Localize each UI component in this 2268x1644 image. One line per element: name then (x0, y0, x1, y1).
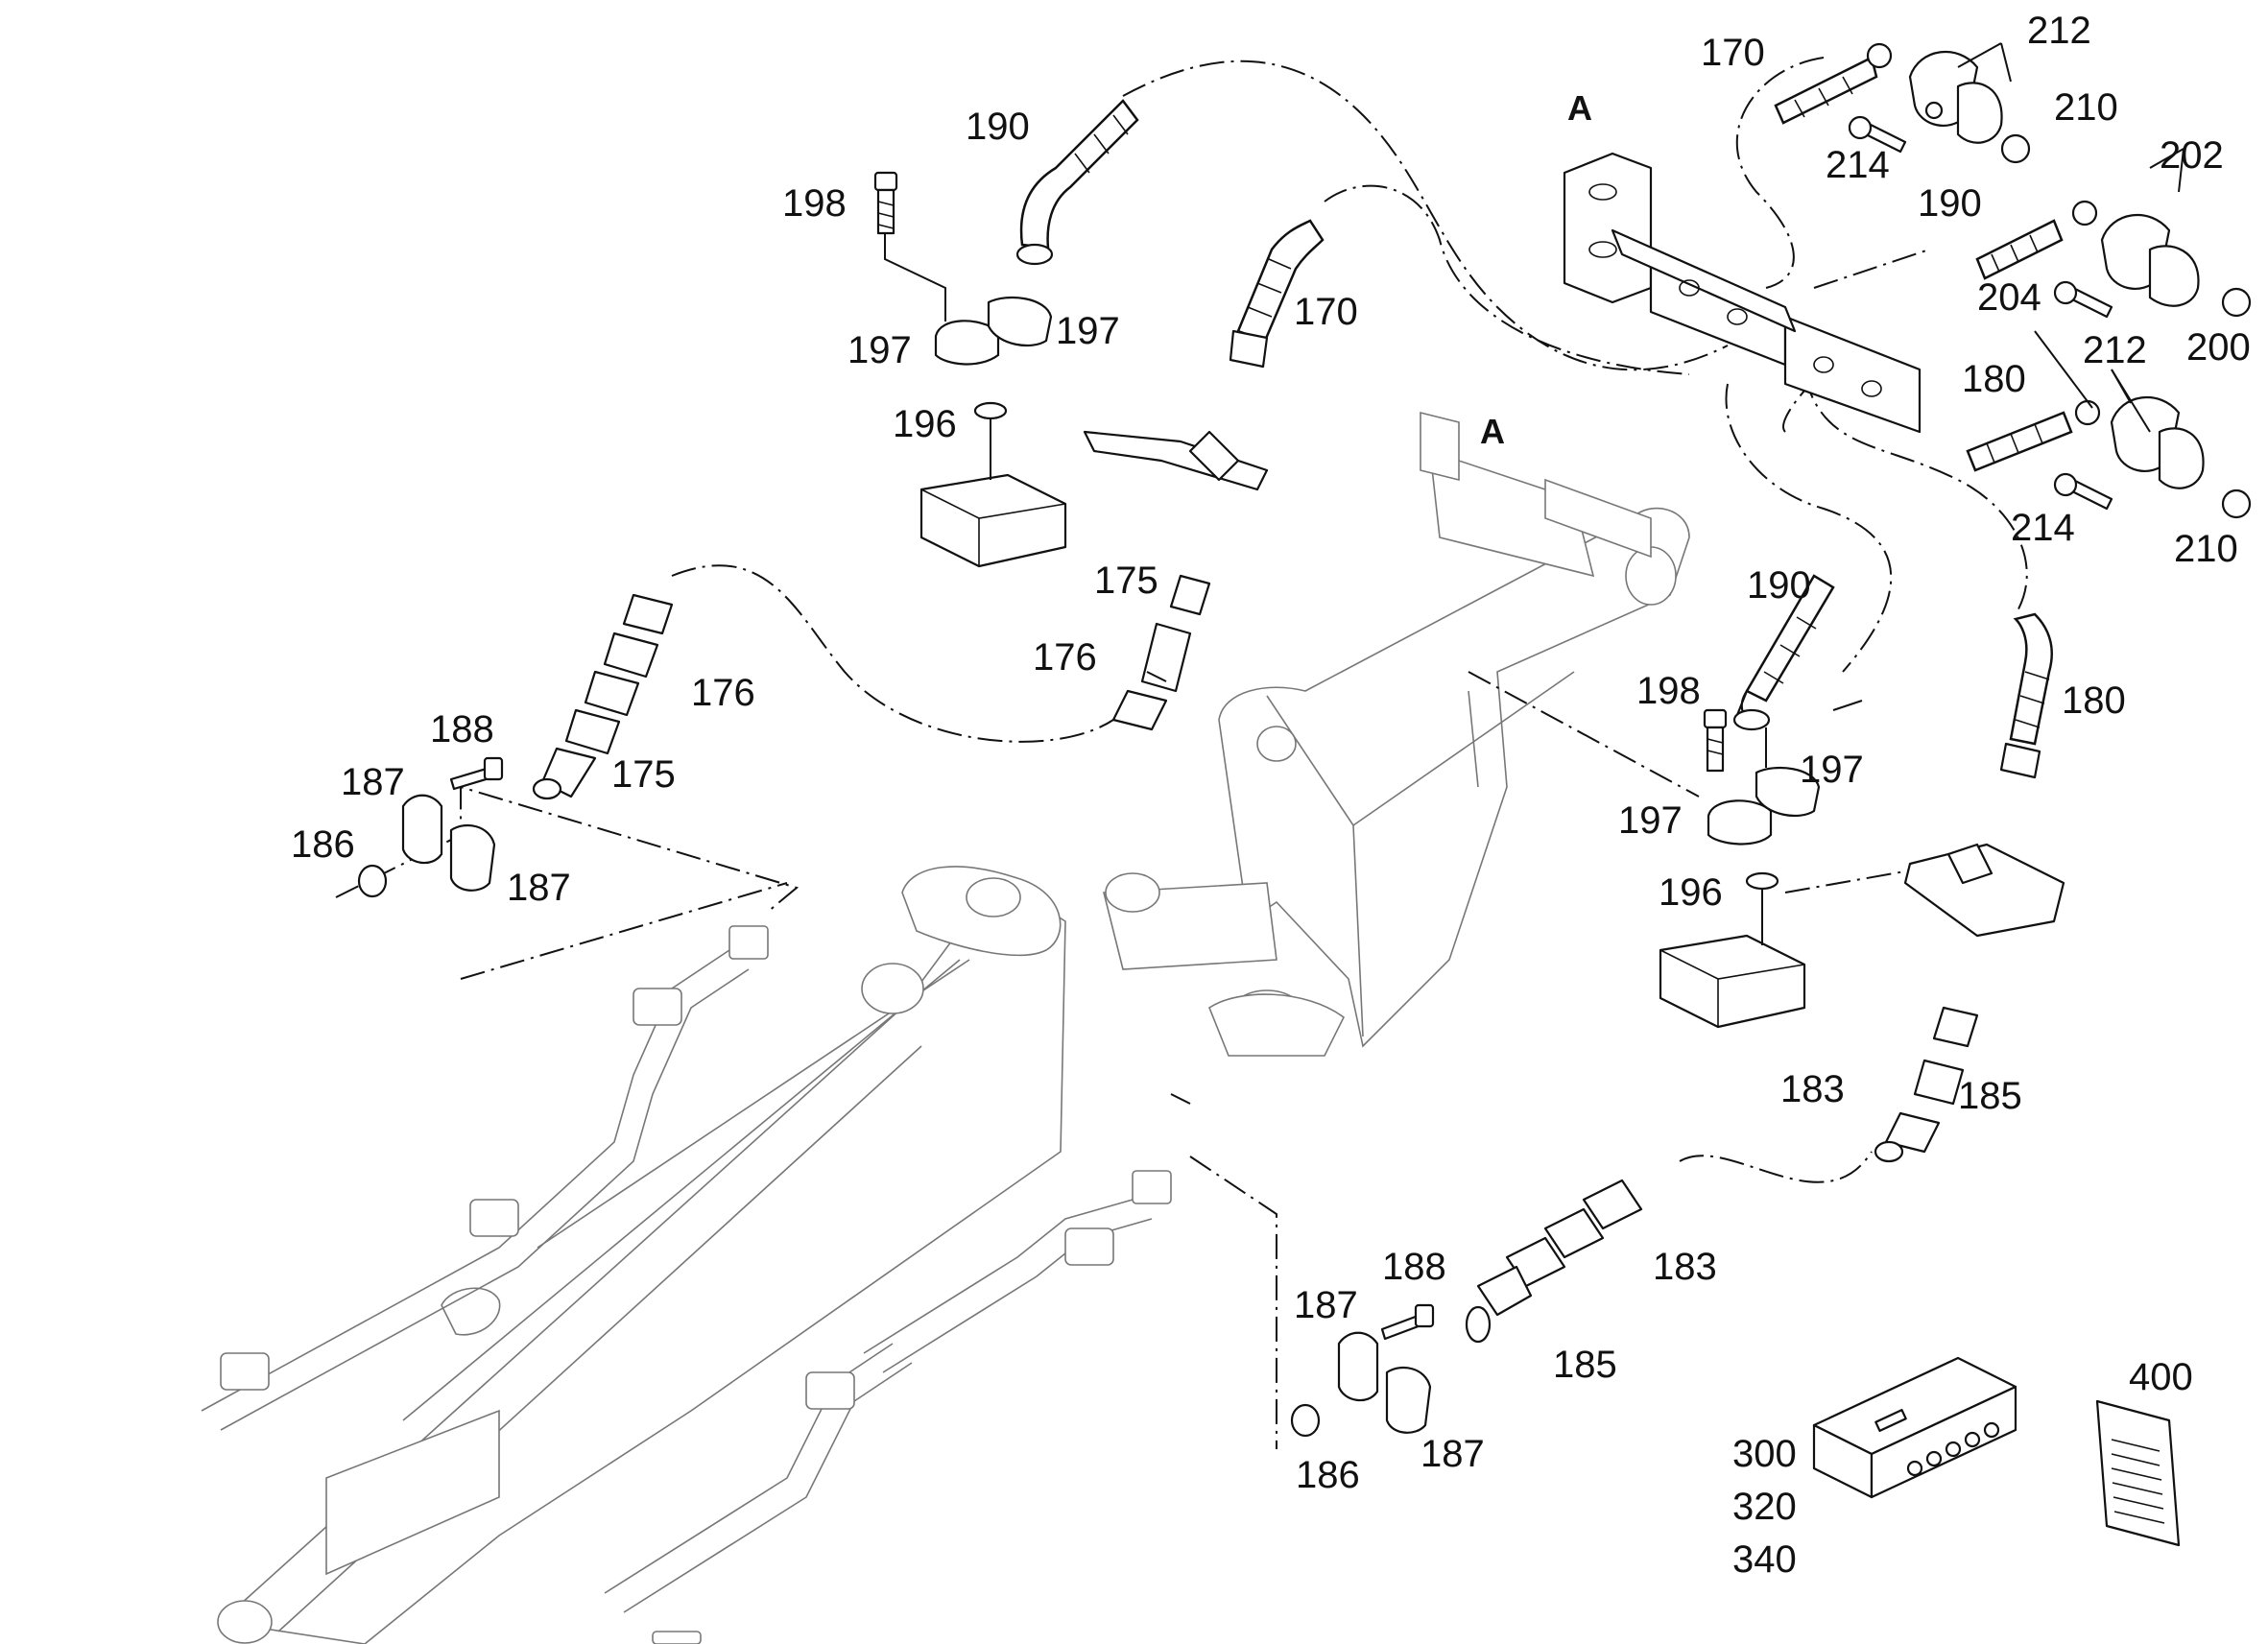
bolt-214-b (2053, 472, 2113, 511)
flange-half-187-b (1337, 1331, 1432, 1434)
hose-190-left (1015, 99, 1139, 266)
flange-half-187-a (401, 794, 496, 892)
callout-190: 190 (1747, 564, 1811, 607)
o-ring-196-b (1745, 871, 1779, 891)
callout-198: 198 (782, 182, 847, 225)
hose-170-upper (1774, 42, 1893, 125)
callout-170: 170 (1701, 32, 1765, 74)
callout-183: 183 (1653, 1246, 1717, 1288)
flange-half-197-a (934, 296, 1053, 366)
callout-190: 190 (1918, 182, 1982, 225)
mount-block-a (919, 473, 1067, 568)
connection-lines (335, 57, 2028, 1449)
callout-188: 188 (1382, 1246, 1446, 1288)
bolt-198-b (1703, 708, 1728, 773)
callout-214: 214 (1826, 144, 1890, 186)
callout-212: 212 (2027, 10, 2091, 52)
callout-176: 176 (1033, 636, 1097, 679)
hose-190-right (1732, 574, 1835, 731)
callout-210: 210 (2174, 528, 2238, 570)
callout-197: 197 (1618, 799, 1683, 842)
flange-half-202 (2100, 213, 2252, 318)
o-ring-186-a (357, 864, 388, 898)
callout-183: 183 (1780, 1068, 1845, 1110)
bolt-188-b (1380, 1303, 1435, 1341)
callout-190: 190 (966, 106, 1030, 148)
hose-176-a (1111, 622, 1192, 731)
boom-arm-outline (201, 866, 1172, 1644)
callout-188: 188 (430, 708, 494, 751)
flange-half-212-a (1908, 50, 2031, 164)
flange-half-197-b (1707, 766, 1821, 846)
callout-187: 187 (1294, 1284, 1358, 1326)
leader-lines (884, 42, 2184, 1105)
mount-plate-a (1083, 430, 1269, 491)
callout-212: 212 (2083, 329, 2147, 371)
fitting-175-a (1169, 574, 1211, 616)
callout-197: 197 (1056, 310, 1120, 352)
callout-185: 185 (1958, 1075, 2022, 1117)
callout-214: 214 (2011, 507, 2075, 549)
callout-202: 202 (2160, 134, 2224, 177)
bolt-188-a (449, 756, 504, 791)
callout-186: 186 (291, 823, 355, 866)
callout-300: 300 (1732, 1433, 1797, 1475)
upper-frame-outline (1102, 411, 1690, 1057)
callout-labels: 170 212 210 214 190 202 204 200 212 180 … (291, 10, 2251, 1581)
fitting-183-185-a (1874, 1006, 1979, 1163)
hose-183-185-b (1465, 1179, 1643, 1344)
bolt-214-a (1848, 115, 1907, 154)
o-ring-186-b (1290, 1403, 1321, 1438)
callout-187: 187 (341, 761, 405, 803)
bolt-198-a (873, 171, 898, 235)
callout-340: 340 (1732, 1538, 1797, 1581)
callout-204: 204 (1977, 276, 2041, 319)
hose-176-b (532, 593, 674, 800)
flange-half-212-b (2110, 395, 2252, 519)
mount-plate-b (1903, 843, 2065, 938)
callout-210: 210 (2054, 86, 2118, 129)
detail-marker-a: A (1567, 88, 1592, 128)
instruction-card (2095, 1399, 2181, 1547)
o-ring-196-a (973, 401, 1008, 420)
callout-170: 170 (1294, 291, 1358, 333)
detail-marker-a: A (1480, 412, 1505, 451)
callout-196: 196 (1659, 871, 1723, 914)
callout-180: 180 (1962, 358, 2026, 400)
callout-175: 175 (611, 753, 676, 796)
callout-200: 200 (2186, 326, 2251, 369)
hose-170-left (1229, 219, 1325, 369)
callout-197: 197 (1800, 749, 1864, 791)
callout-176: 176 (691, 672, 755, 714)
callout-185: 185 (1553, 1344, 1617, 1386)
callout-320: 320 (1732, 1486, 1797, 1528)
callout-197: 197 (848, 329, 912, 371)
seal-kit-box (1812, 1356, 2017, 1499)
callout-400: 400 (2129, 1356, 2193, 1398)
hose-180-right (1999, 612, 2053, 779)
callout-180: 180 (2062, 679, 2126, 722)
manifold-block-a (1563, 152, 1922, 434)
bolt-204 (2053, 280, 2113, 319)
callout-198: 198 (1636, 670, 1701, 712)
hose-180-upper-right (1966, 399, 2101, 472)
callout-196: 196 (893, 403, 957, 445)
callout-175: 175 (1094, 560, 1158, 602)
callout-187: 187 (507, 867, 571, 909)
callout-186: 186 (1296, 1454, 1360, 1496)
hose-190-upper-right (1975, 200, 2098, 280)
callout-187: 187 (1420, 1433, 1485, 1475)
mount-block-b (1659, 934, 1806, 1029)
